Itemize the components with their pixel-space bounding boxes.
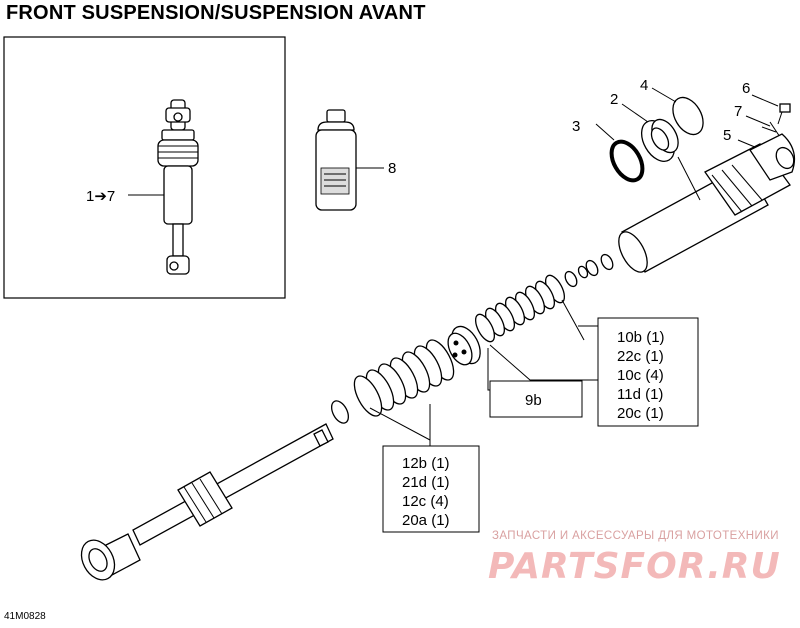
callout-assembly: 1➔7 — [86, 188, 115, 205]
upper-stack-line-4: 11d (1) — [617, 386, 663, 403]
parts-box-piston — [489, 380, 583, 418]
callout-6: 6 — [742, 80, 750, 97]
shock-shaft — [80, 423, 334, 581]
diagram-code: 41M0828 — [4, 611, 46, 622]
lower-stack-line-3: 12c (4) — [402, 493, 449, 510]
piston — [447, 325, 481, 366]
callout-3: 3 — [572, 118, 580, 135]
callout-4: 4 — [640, 77, 648, 94]
lower-stack-line-4: 20a (1) — [402, 512, 450, 529]
callout-2: 2 — [610, 91, 618, 108]
upper-shim-stack — [474, 274, 566, 343]
upper-stack-line-5: 20c (1) — [617, 405, 664, 422]
shock-oil-bottle — [315, 109, 357, 211]
assembled-shock-absorber — [157, 99, 199, 275]
upper-stack-line-3: 10c (4) — [617, 367, 664, 384]
callout-5: 5 — [723, 127, 731, 144]
watermark-tagline: ЗАПЧАСТИ И АКСЕССУАРЫ ДЛЯ МОТОТЕХНИКИ — [492, 530, 779, 542]
parts-box-lower-stack — [382, 445, 480, 533]
callout-8: 8 — [388, 160, 396, 177]
lower-shim-stack — [330, 339, 455, 424]
o-ring — [609, 139, 645, 183]
washers — [564, 253, 614, 288]
diagram-title: FRONT SUSPENSION/SUSPENSION AVANT — [6, 2, 426, 24]
reservoir-cap — [640, 118, 679, 162]
bolt — [777, 103, 791, 125]
callout-7: 7 — [734, 103, 742, 120]
watermark-logo: PARTSFOR.RU — [488, 546, 781, 587]
shock-body — [618, 133, 796, 273]
upper-stack-line-1: 10b (1) — [617, 329, 665, 346]
upper-stack-line-2: 22c (1) — [617, 348, 664, 365]
lower-stack-line-1: 12b (1) — [402, 455, 450, 472]
inset-frame — [3, 36, 286, 299]
lower-stack-line-2: 21d (1) — [402, 474, 450, 491]
seal-disc — [672, 96, 704, 136]
parts-box-upper-stack — [597, 317, 699, 427]
piston-label: 9b — [525, 392, 542, 409]
